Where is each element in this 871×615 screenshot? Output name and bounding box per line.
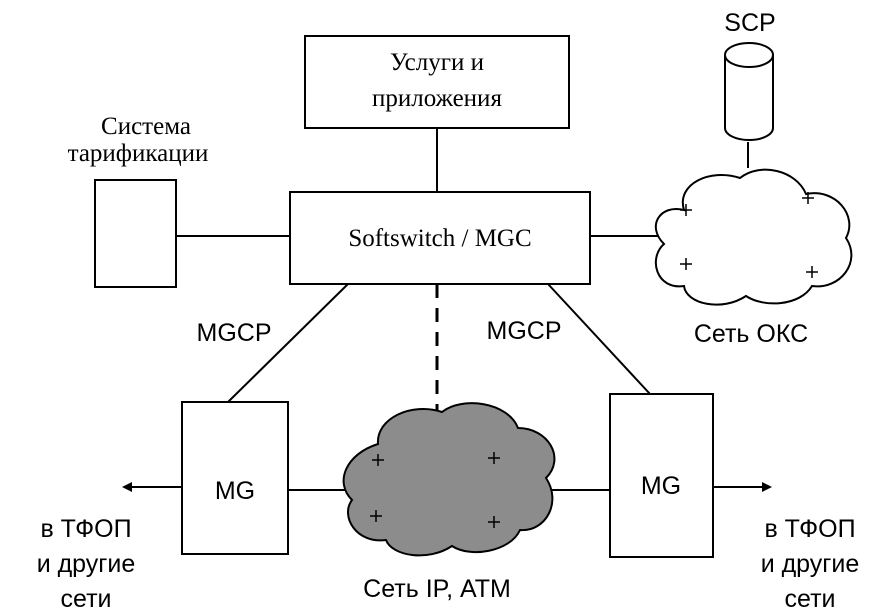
softswitch-label: Softswitch / MGC xyxy=(348,225,531,252)
pstn-left-line3: сети xyxy=(61,585,112,613)
ip-network-label: Сеть IP, АТМ xyxy=(363,575,511,603)
softswitch-box xyxy=(289,191,591,285)
mg-left-box xyxy=(181,401,289,555)
pstn-right-line1: в ТФОП xyxy=(764,515,855,543)
services-label-line1: Услуги и xyxy=(390,49,484,76)
mgcp-left-line xyxy=(227,283,349,403)
billing-box xyxy=(94,179,177,288)
pstn-left-line1: в ТФОП xyxy=(40,515,131,543)
sgs-network-cloud xyxy=(654,168,853,306)
mgcp-right-label: MGCP xyxy=(487,317,562,345)
mgcp-left-label: MGCP xyxy=(197,319,272,347)
pstn-right-line2: и другие xyxy=(761,550,860,578)
mg-left-label: MG xyxy=(215,477,255,505)
scp-database-icon xyxy=(724,42,774,141)
mg-right-label: MG xyxy=(641,472,681,500)
services-box xyxy=(304,35,570,129)
scp-label: SCP xyxy=(724,9,775,37)
services-label-line2: приложения xyxy=(372,85,502,112)
billing-label-line2: тарификации xyxy=(68,140,209,167)
pstn-left-line2: и другие xyxy=(37,550,136,578)
ip-network-cloud xyxy=(342,402,556,557)
sgs-network-label: Сеть ОКС xyxy=(694,320,808,348)
connectors xyxy=(122,128,772,492)
billing-label-line1: Система xyxy=(101,113,191,140)
mgcp-right-line xyxy=(547,283,651,395)
pstn-right-line3: сети xyxy=(785,585,836,613)
mg-right-box xyxy=(609,393,714,558)
